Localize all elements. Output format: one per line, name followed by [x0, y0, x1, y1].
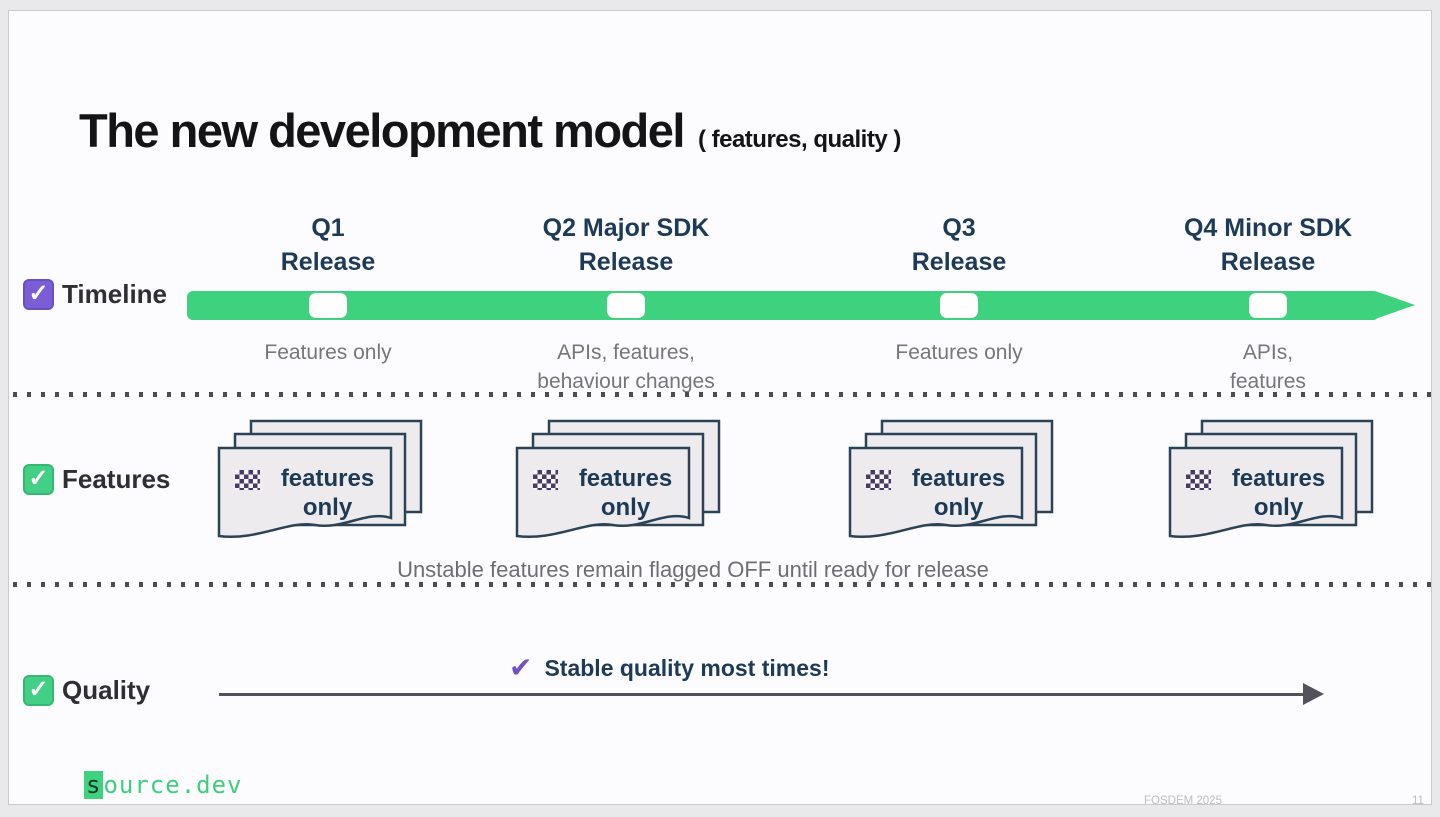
feature-stack-q4: features only	[1166, 418, 1376, 544]
timeline-note-line2: features	[1230, 370, 1306, 393]
timeline-note-q3: Features only	[799, 338, 1119, 367]
column-header-line1: Q3	[942, 214, 976, 242]
column-header-line2: Release	[280, 248, 376, 276]
card-label: features only	[578, 465, 673, 521]
column-header-line2: Release	[1220, 248, 1316, 276]
card-content: features only	[227, 464, 395, 522]
quality-callout: ✔ Stable quality most times!	[509, 654, 829, 682]
feature-stack-q2: features only	[513, 418, 723, 544]
checkmark-glyph: ✓	[28, 279, 49, 307]
column-header-q4: Q4 Minor SDK Release	[1108, 211, 1428, 279]
dotted-separator-bottom	[13, 582, 1440, 587]
timeline-note-line1: Features only	[264, 341, 392, 364]
checked-checkbox-icon: ✓	[23, 279, 54, 310]
card-label: features only	[1231, 465, 1326, 521]
arrow-right-icon	[1375, 291, 1415, 319]
timeline-bar	[187, 291, 1379, 320]
stacked-pages-icon	[217, 419, 423, 539]
footer-event-name: FOSDEM 2025	[1144, 795, 1222, 807]
logo-highlight-letter: s	[84, 771, 104, 799]
features-label: Features	[62, 464, 171, 494]
page-title: The new development model ( features, qu…	[79, 103, 901, 158]
card-content: features only	[1178, 464, 1346, 522]
timeline-row-label: ✓ Timeline	[23, 279, 167, 310]
checkmark-glyph: ✓	[28, 464, 49, 492]
timeline-label: Timeline	[62, 279, 168, 309]
quality-label: Quality	[62, 675, 151, 705]
column-header-line2: Release	[578, 248, 674, 276]
title-text: The new development model	[79, 104, 685, 157]
logo-text: ource.dev	[103, 771, 243, 799]
column-header-line1: Q1	[311, 214, 345, 242]
feature-stack-q3: features only	[846, 418, 1056, 544]
timeline-milestone-q4	[1249, 293, 1287, 318]
column-header-line2: Release	[911, 248, 1007, 276]
column-header-q2: Q2 Major SDK Release	[466, 211, 786, 279]
column-header-line1: Q2 Major SDK	[542, 214, 710, 242]
slide-canvas: The new development model ( features, qu…	[8, 10, 1440, 807]
arrow-right-icon	[1303, 683, 1324, 705]
checked-checkbox-icon: ✓	[23, 464, 54, 495]
checkered-flag-icon	[865, 470, 891, 490]
column-header-q3: Q3 Release	[799, 211, 1119, 279]
card-label: features only	[911, 465, 1006, 521]
checkered-flag-icon	[532, 470, 558, 490]
checkmark-glyph: ✓	[28, 675, 49, 703]
column-header-q1: Q1 Release	[168, 211, 488, 279]
quality-row-label: ✓ Quality	[23, 675, 150, 706]
column-header-line1: Q4 Minor SDK	[1183, 214, 1353, 242]
timeline-note-line2: behaviour changes	[537, 370, 715, 393]
features-row-label: ✓ Features	[23, 464, 170, 495]
timeline-note-line1: APIs, features,	[557, 341, 695, 364]
timeline-note-line1: APIs,	[1242, 341, 1294, 364]
timeline-note-q4: APIs, features	[1108, 338, 1428, 396]
quality-arrow-line	[219, 693, 1305, 696]
features-note: Unstable features remain flagged OFF unt…	[397, 557, 989, 582]
feature-stack-q1: features only	[215, 418, 425, 544]
title-suffix: ( features, quality )	[697, 126, 901, 153]
stacked-pages-icon	[515, 419, 721, 539]
checkered-flag-icon	[1185, 470, 1211, 490]
timeline-note-q2: APIs, features, behaviour changes	[466, 338, 786, 396]
source-dev-logo: source.dev	[84, 771, 243, 799]
checked-checkbox-icon: ✓	[23, 675, 54, 706]
timeline-milestone-q3	[940, 293, 978, 318]
card-content: features only	[858, 464, 1026, 522]
stacked-pages-icon	[848, 419, 1054, 539]
footer-page-number: 11	[1412, 795, 1424, 807]
card-content: features only	[525, 464, 693, 522]
dotted-separator-top	[13, 392, 1440, 397]
checkered-flag-icon	[234, 470, 260, 490]
timeline-milestone-q1	[309, 293, 347, 318]
timeline-note-q1: Features only	[168, 338, 488, 367]
checkmark-icon: ✔	[509, 652, 533, 683]
quality-callout-text: Stable quality most times!	[544, 654, 830, 681]
timeline-note-line1: Features only	[895, 341, 1023, 364]
card-label: features only	[280, 465, 375, 521]
timeline-milestone-q2	[607, 293, 645, 318]
